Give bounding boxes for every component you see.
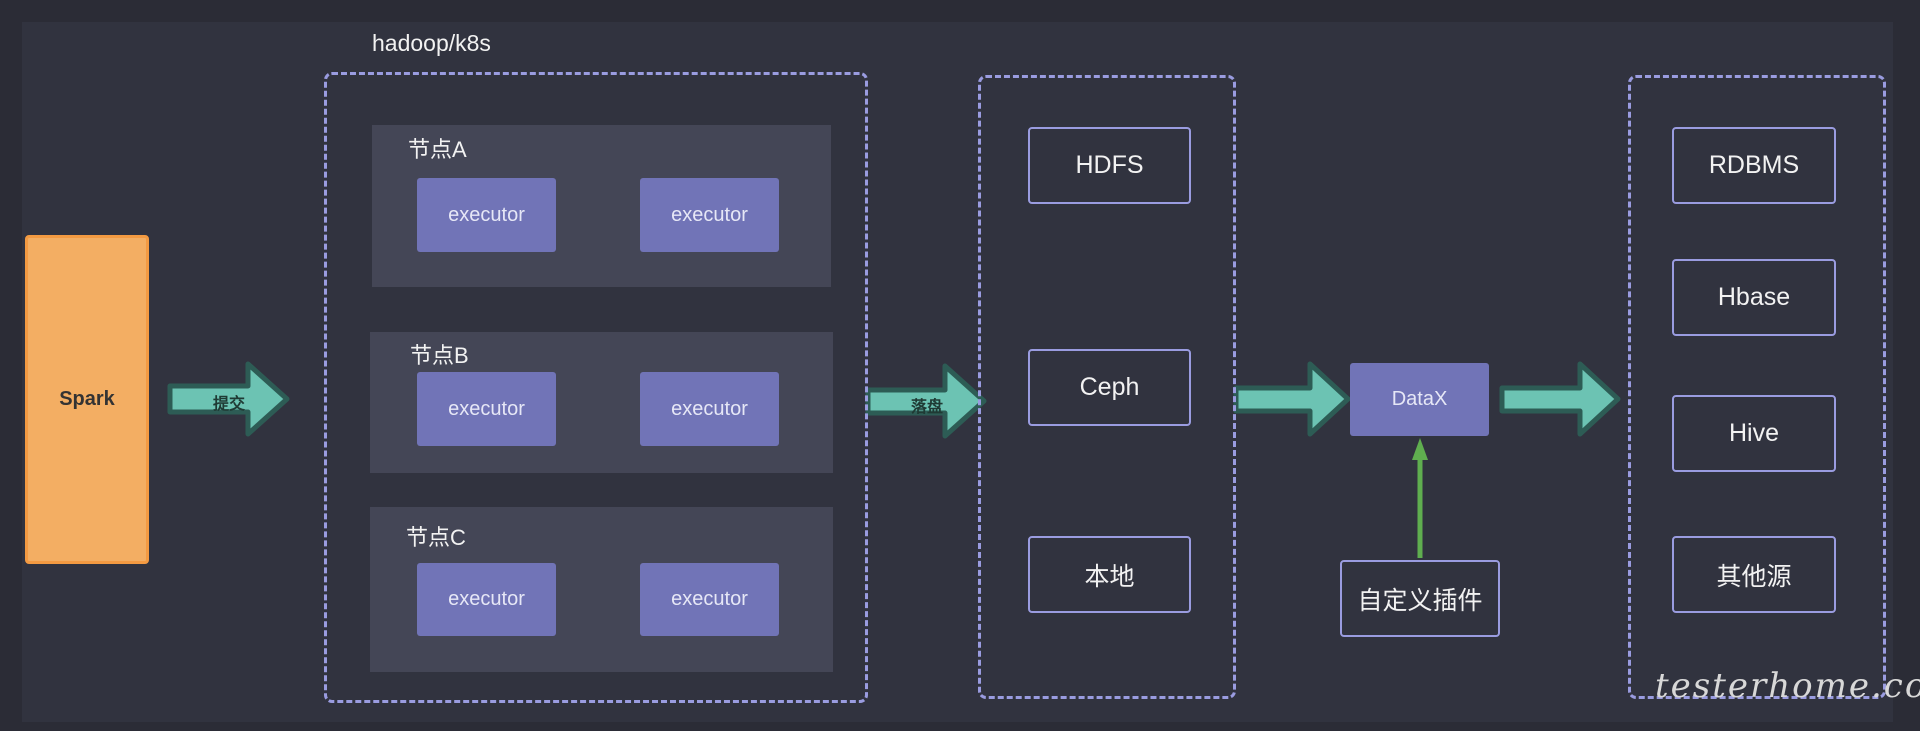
storage-label: Ceph (1079, 373, 1140, 401)
storage-group (978, 75, 1236, 699)
storage-label: 本地 (1084, 562, 1135, 591)
targets-group (1628, 75, 1886, 699)
datax-to-targets-arrow (1499, 361, 1621, 437)
persist-label: 落盘 (911, 399, 944, 416)
plugin-label: 自定义插件 (1357, 586, 1483, 615)
plugin-arrow-head (1412, 438, 1428, 460)
target-hive: Hive (1672, 395, 1836, 472)
executor-label: executor (671, 397, 748, 420)
storage-hdfs: HDFS (1028, 127, 1191, 204)
executor-label: executor (448, 397, 525, 420)
spark-box: Spark (25, 235, 149, 564)
submit-arrow (167, 361, 290, 437)
submit-label: 提交 (213, 396, 246, 413)
target-label: 其他源 (1716, 562, 1792, 591)
node-label: 节点C (406, 525, 466, 550)
executor-label: executor (671, 588, 748, 610)
node-label: 节点B (410, 343, 469, 368)
executor-box: executor (640, 178, 779, 252)
custom-plugin-box: 自定义插件 (1340, 560, 1500, 637)
executor-label: executor (671, 203, 748, 226)
target-label: Hbase (1717, 283, 1791, 311)
storage-local: 本地 (1028, 536, 1191, 613)
target-rdbms: RDBMS (1672, 127, 1836, 204)
node-label: 节点A (408, 137, 467, 162)
spark-label: Spark (59, 388, 115, 410)
executor-box: executor (640, 563, 779, 636)
executor-box: executor (417, 372, 556, 446)
datax-label: DataX (1391, 388, 1448, 410)
target-label: RDBMS (1708, 151, 1800, 179)
executor-label: executor (448, 588, 525, 610)
cluster-group (324, 72, 868, 703)
target-hbase: Hbase (1672, 259, 1836, 336)
storage-to-datax-arrow (1233, 361, 1351, 437)
executor-box: executor (417, 563, 556, 636)
watermark: testerhome.com (1655, 666, 1920, 706)
executor-box: executor (640, 372, 779, 446)
storage-label: HDFS (1075, 151, 1144, 179)
executor-box: executor (417, 178, 556, 252)
target-other: 其他源 (1672, 536, 1836, 613)
executor-label: executor (448, 203, 525, 226)
storage-ceph: Ceph (1028, 349, 1191, 426)
target-label: Hive (1728, 419, 1779, 447)
datax-box: DataX (1350, 363, 1489, 436)
persist-arrow (865, 363, 987, 439)
cluster-title: hadoop/k8s (372, 30, 491, 56)
